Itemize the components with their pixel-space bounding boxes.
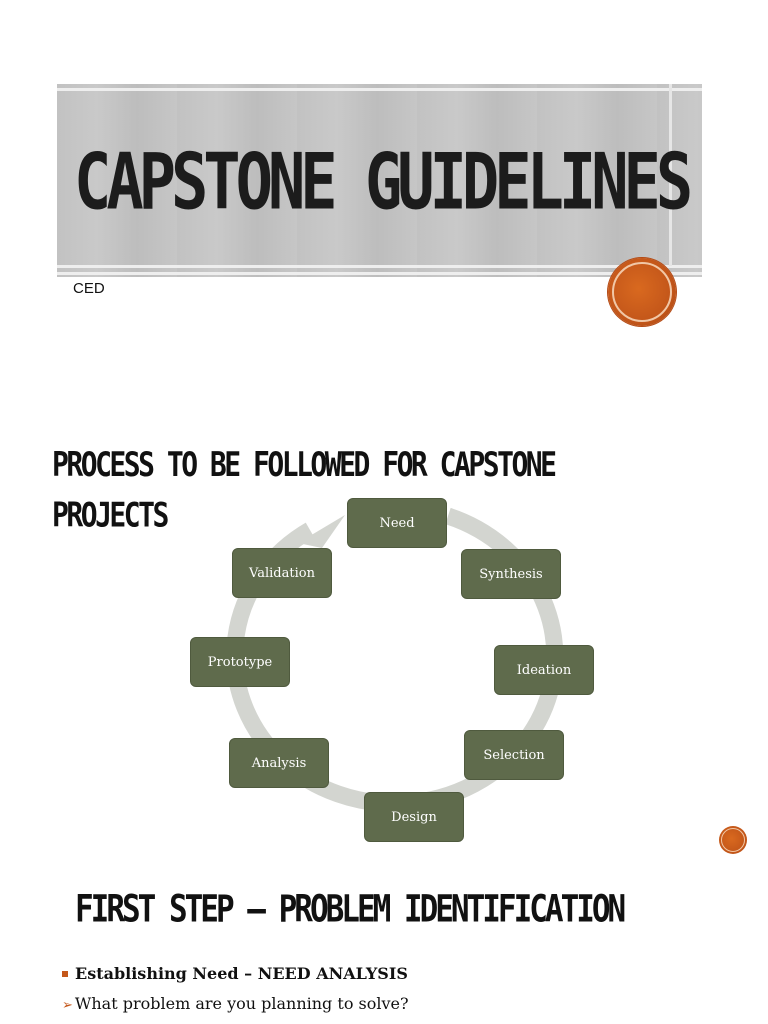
slide-subtitle: CED: [73, 280, 105, 297]
circle-ring: [612, 262, 672, 322]
first-step-title: FIRST STEP – PROBLEM IDENTIFICATION: [75, 888, 626, 932]
cycle-step-design: Design: [364, 792, 464, 842]
small-circle-ring: [721, 828, 745, 852]
bullet-text: Establishing Need – NEED ANALYSIS: [75, 964, 408, 983]
cycle-step-synthesis: Synthesis: [461, 549, 561, 599]
banner-top-rule: [57, 88, 702, 91]
slide-title: CAPSTONE GUIDELINES: [74, 136, 693, 228]
orange-circle-icon: [608, 258, 676, 326]
bullet-text: What problem are you planning to solve?: [74, 994, 409, 1013]
cycle-step-selection: Selection: [464, 730, 564, 780]
cycle-step-validation: Validation: [232, 548, 332, 598]
cycle-step-ideation: Ideation: [494, 645, 594, 695]
square-bullet-icon: [62, 970, 68, 977]
bullet-item: Establishing Need – NEED ANALYSIS: [62, 964, 408, 983]
banner-bottom-rule: [57, 265, 702, 268]
orange-circle-small-icon: [719, 826, 747, 854]
banner-vertical-rule: [669, 84, 672, 266]
cycle-step-analysis: Analysis: [229, 738, 329, 788]
process-title: PROCESS TO BE FOLLOWED FOR CAPSTONE PROJ…: [52, 444, 557, 535]
cycle-step-prototype: Prototype: [190, 637, 290, 687]
bullet-item: ➢What problem are you planning to solve?: [62, 994, 409, 1013]
cycle-step-need: Need: [347, 498, 447, 548]
banner-bottom-rule-2: [57, 272, 702, 275]
title-banner: CAPSTONE GUIDELINES: [57, 84, 702, 277]
arrow-bullet-icon: ➢: [62, 998, 73, 1013]
